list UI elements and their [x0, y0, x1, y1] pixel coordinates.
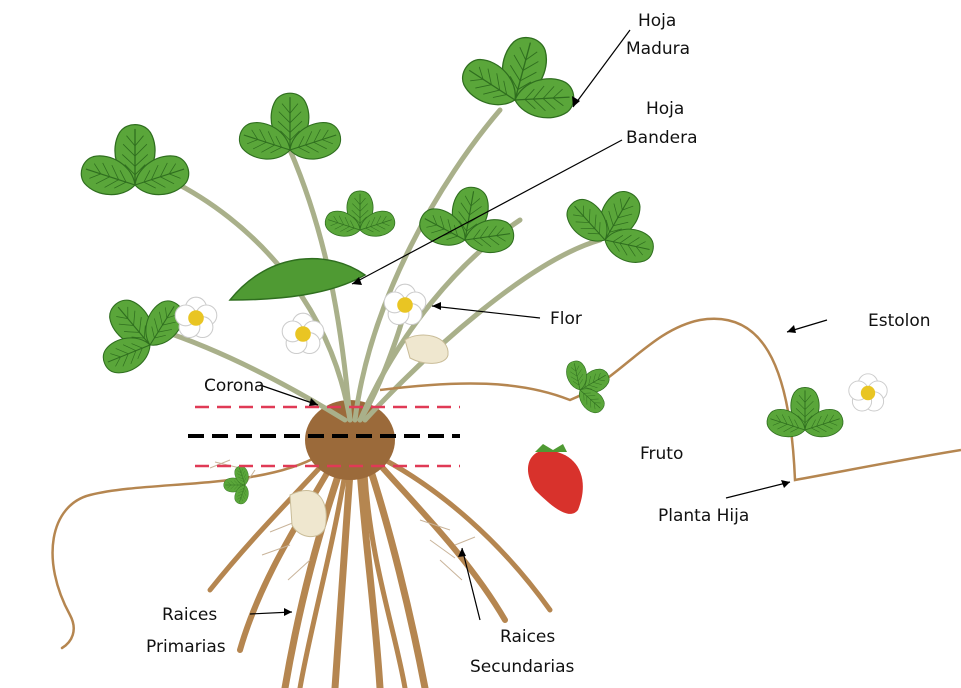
label-hoja-bandera-1: Hoja — [646, 99, 684, 119]
label-raices-secundarias-1: Raices — [500, 627, 555, 647]
label-hoja-madura-2: Madura — [626, 39, 690, 59]
label-hoja-bandera-2: Bandera — [626, 128, 698, 148]
leaf-stems — [160, 110, 600, 420]
roots — [53, 455, 550, 688]
label-hoja-madura-1: Hoja — [638, 11, 676, 31]
label-planta-hija: Planta Hija — [658, 506, 749, 526]
arrowheads — [284, 96, 796, 616]
leaves — [76, 22, 846, 505]
label-estolon: Estolon — [868, 311, 931, 331]
label-corona: Corona — [204, 376, 264, 396]
flag-leaf — [230, 259, 365, 300]
label-raices-primarias-2: Primarias — [146, 637, 226, 657]
label-flor: Flor — [550, 309, 582, 329]
label-fruto: Fruto — [640, 444, 683, 464]
label-raices-primarias-1: Raices — [162, 605, 217, 625]
label-raices-secundarias-2: Secundarias — [470, 657, 574, 677]
